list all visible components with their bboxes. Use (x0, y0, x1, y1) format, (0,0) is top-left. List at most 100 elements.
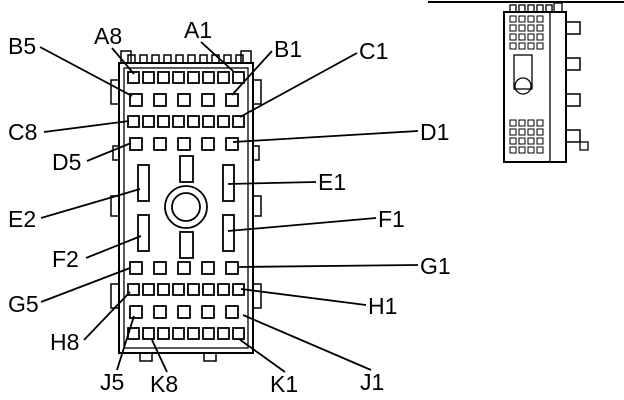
pin-label-d1: D1 (420, 119, 449, 145)
castellation-tooth (518, 4, 526, 13)
side-view-bottom-nub (579, 141, 589, 151)
center-slot-bottom (179, 231, 194, 259)
leader-line-c1 (239, 52, 358, 118)
pin-cavity-D1 (225, 137, 239, 151)
pin-cavity-G1 (225, 261, 239, 275)
pin-cavity-G5 (129, 261, 143, 275)
pin-label-g5: G5 (8, 291, 39, 317)
castellation-tooth (536, 4, 544, 13)
pin-cavity-D4 (153, 137, 167, 151)
side-view-pin-cavity (527, 128, 535, 136)
pin-cavity-C5 (172, 115, 185, 128)
left-tab-upper (110, 79, 120, 105)
side-view-pin-cavity (527, 24, 535, 32)
side-view-clips (565, 21, 581, 143)
pin-cavity-J4 (153, 305, 167, 319)
pin-label-d5: D5 (52, 149, 81, 175)
center-guide-ring-inner (171, 192, 201, 222)
pin-cavity-E1 (222, 164, 235, 202)
leader-line-b5 (39, 46, 133, 97)
pin-label-k8: K8 (150, 371, 178, 397)
side-view-center-slot (513, 54, 533, 90)
side-view-pin-cavity (509, 24, 517, 32)
pin-cavity-C3 (202, 115, 215, 128)
pin-label-a8: A8 (94, 23, 122, 49)
right-notch-mid (252, 145, 260, 161)
side-view-pin-cavity (536, 137, 544, 145)
pin-cavity-A7 (142, 71, 155, 84)
side-view-pin-cavity (536, 24, 544, 32)
castellation-tooth (151, 54, 160, 64)
left-tab-mid (110, 195, 120, 217)
side-view-pin-cavity (509, 137, 517, 145)
castellation-tooth (139, 54, 148, 64)
pin-cavity-A6 (157, 71, 170, 84)
pin-cavity-F1 (222, 214, 235, 252)
pin-cavity-A4 (187, 71, 200, 84)
pin-cavity-C8 (127, 115, 140, 128)
pin-label-a1: A1 (184, 17, 212, 43)
pin-label-g1: G1 (420, 253, 451, 279)
pin-cavity-D5 (129, 137, 143, 151)
pin-cavity-C2 (217, 115, 230, 128)
castellation-tooth (187, 54, 196, 64)
pin-label-f2: F2 (52, 246, 79, 272)
connector-face-view (110, 50, 262, 362)
side-view-pin-cavity (509, 15, 517, 23)
side-view-pin-grid (509, 15, 544, 154)
pin-cavity-C7 (142, 115, 155, 128)
side-view-clip (565, 129, 581, 143)
pin-cavity-G4 (153, 261, 167, 275)
pin-cavity-H8 (127, 283, 140, 296)
pin-label-f1: F1 (378, 206, 405, 232)
castellation-tooth (223, 54, 232, 64)
pin-cavity-B1 (225, 93, 239, 107)
pin-cavity-J5 (129, 305, 143, 319)
pin-label-c8: C8 (8, 119, 37, 145)
pin-cavity-H5 (172, 283, 185, 296)
pin-cavity-H6 (157, 283, 170, 296)
side-view-pin-cavity (509, 119, 517, 127)
pin-label-k1: K1 (270, 371, 298, 397)
pin-cavity-J3 (177, 305, 191, 319)
side-view-pin-cavity (518, 42, 526, 50)
side-view-body (503, 11, 567, 163)
castellation-tooth (509, 4, 517, 13)
leader-line-g5 (40, 267, 131, 303)
side-view-pin-cavity (518, 128, 526, 136)
leader-lines (39, 41, 419, 373)
castellation-tooth (545, 4, 553, 13)
leader-line-d5 (86, 142, 132, 162)
leader-line-j5 (116, 315, 135, 371)
side-view-top-tab (553, 2, 563, 13)
top-left-tab (120, 50, 132, 64)
bottom-tab-left (139, 352, 153, 362)
pin-cavity-A8 (127, 71, 140, 84)
side-view-pin-cavity (509, 146, 517, 154)
pin-cavity-K2 (217, 327, 230, 340)
leader-line-j1 (242, 314, 372, 371)
pin-label-h8: H8 (50, 329, 79, 355)
pin-label-j5: J5 (100, 369, 124, 395)
side-view-pin-cavity (536, 42, 544, 50)
castellation-tooth (163, 54, 172, 64)
top-right-tab (240, 50, 252, 64)
leader-line-f2 (85, 235, 142, 259)
side-view-pin-cavity (518, 24, 526, 32)
castellation-tooth (175, 54, 184, 64)
side-view-pin-cavity (518, 119, 526, 127)
pin-labels: B5 A8 A1 B1 C1 C8 D5 D1 E1 E2 F1 F2 G1 G… (8, 17, 451, 397)
pin-label-b5: B5 (8, 33, 36, 59)
side-view-pin-cavity (536, 15, 544, 23)
center-slot-top (179, 155, 194, 183)
pin-cavity-K1 (232, 327, 245, 340)
leader-line-k1 (238, 338, 286, 373)
leader-line-e2 (40, 188, 141, 219)
pin-cavity-G2 (201, 261, 215, 275)
pin-cavity-H7 (142, 283, 155, 296)
side-view-pin-cavity (536, 128, 544, 136)
center-guide-ring-outer (164, 185, 208, 229)
leader-line-a1 (200, 41, 234, 72)
pin-cavity-K5 (172, 327, 185, 340)
